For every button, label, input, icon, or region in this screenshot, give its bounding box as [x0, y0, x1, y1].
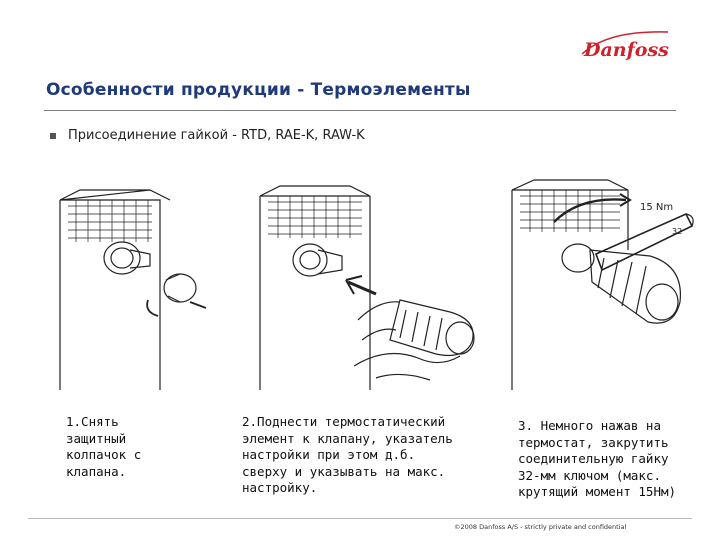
- step1-illustration: [40, 170, 220, 400]
- footer-copyright: ©2008 Danfoss A/S - strictly private and…: [454, 523, 627, 531]
- logo-text: Danfoss: [583, 39, 669, 61]
- bullet-text: Присоединение гайкой - RTD, RAE-K, RAW-K: [68, 128, 365, 143]
- footer-divider: [28, 518, 692, 519]
- step3-illustration: 15 Nm 32: [500, 170, 700, 400]
- wrench-size-label: 32: [672, 227, 682, 236]
- step3-caption: 3. Немного нажав на термостат, закрутить…: [518, 418, 677, 499]
- danfoss-logo: Danfoss: [581, 31, 669, 61]
- page-title: Особенности продукции - Термоэлементы: [46, 80, 471, 100]
- title-divider: [44, 110, 676, 111]
- bullet-item: Присоединение гайкой - RTD, RAE-K, RAW-K: [50, 128, 365, 143]
- bullet-square-icon: [50, 132, 56, 139]
- step2-caption: 2.Поднести термостатический элемент к кл…: [242, 414, 453, 495]
- step1-caption: 1.Снять защитный колпачок с клапана.: [66, 414, 142, 479]
- step2-illustration: [250, 170, 490, 400]
- torque-label: 15 Nm: [640, 202, 673, 213]
